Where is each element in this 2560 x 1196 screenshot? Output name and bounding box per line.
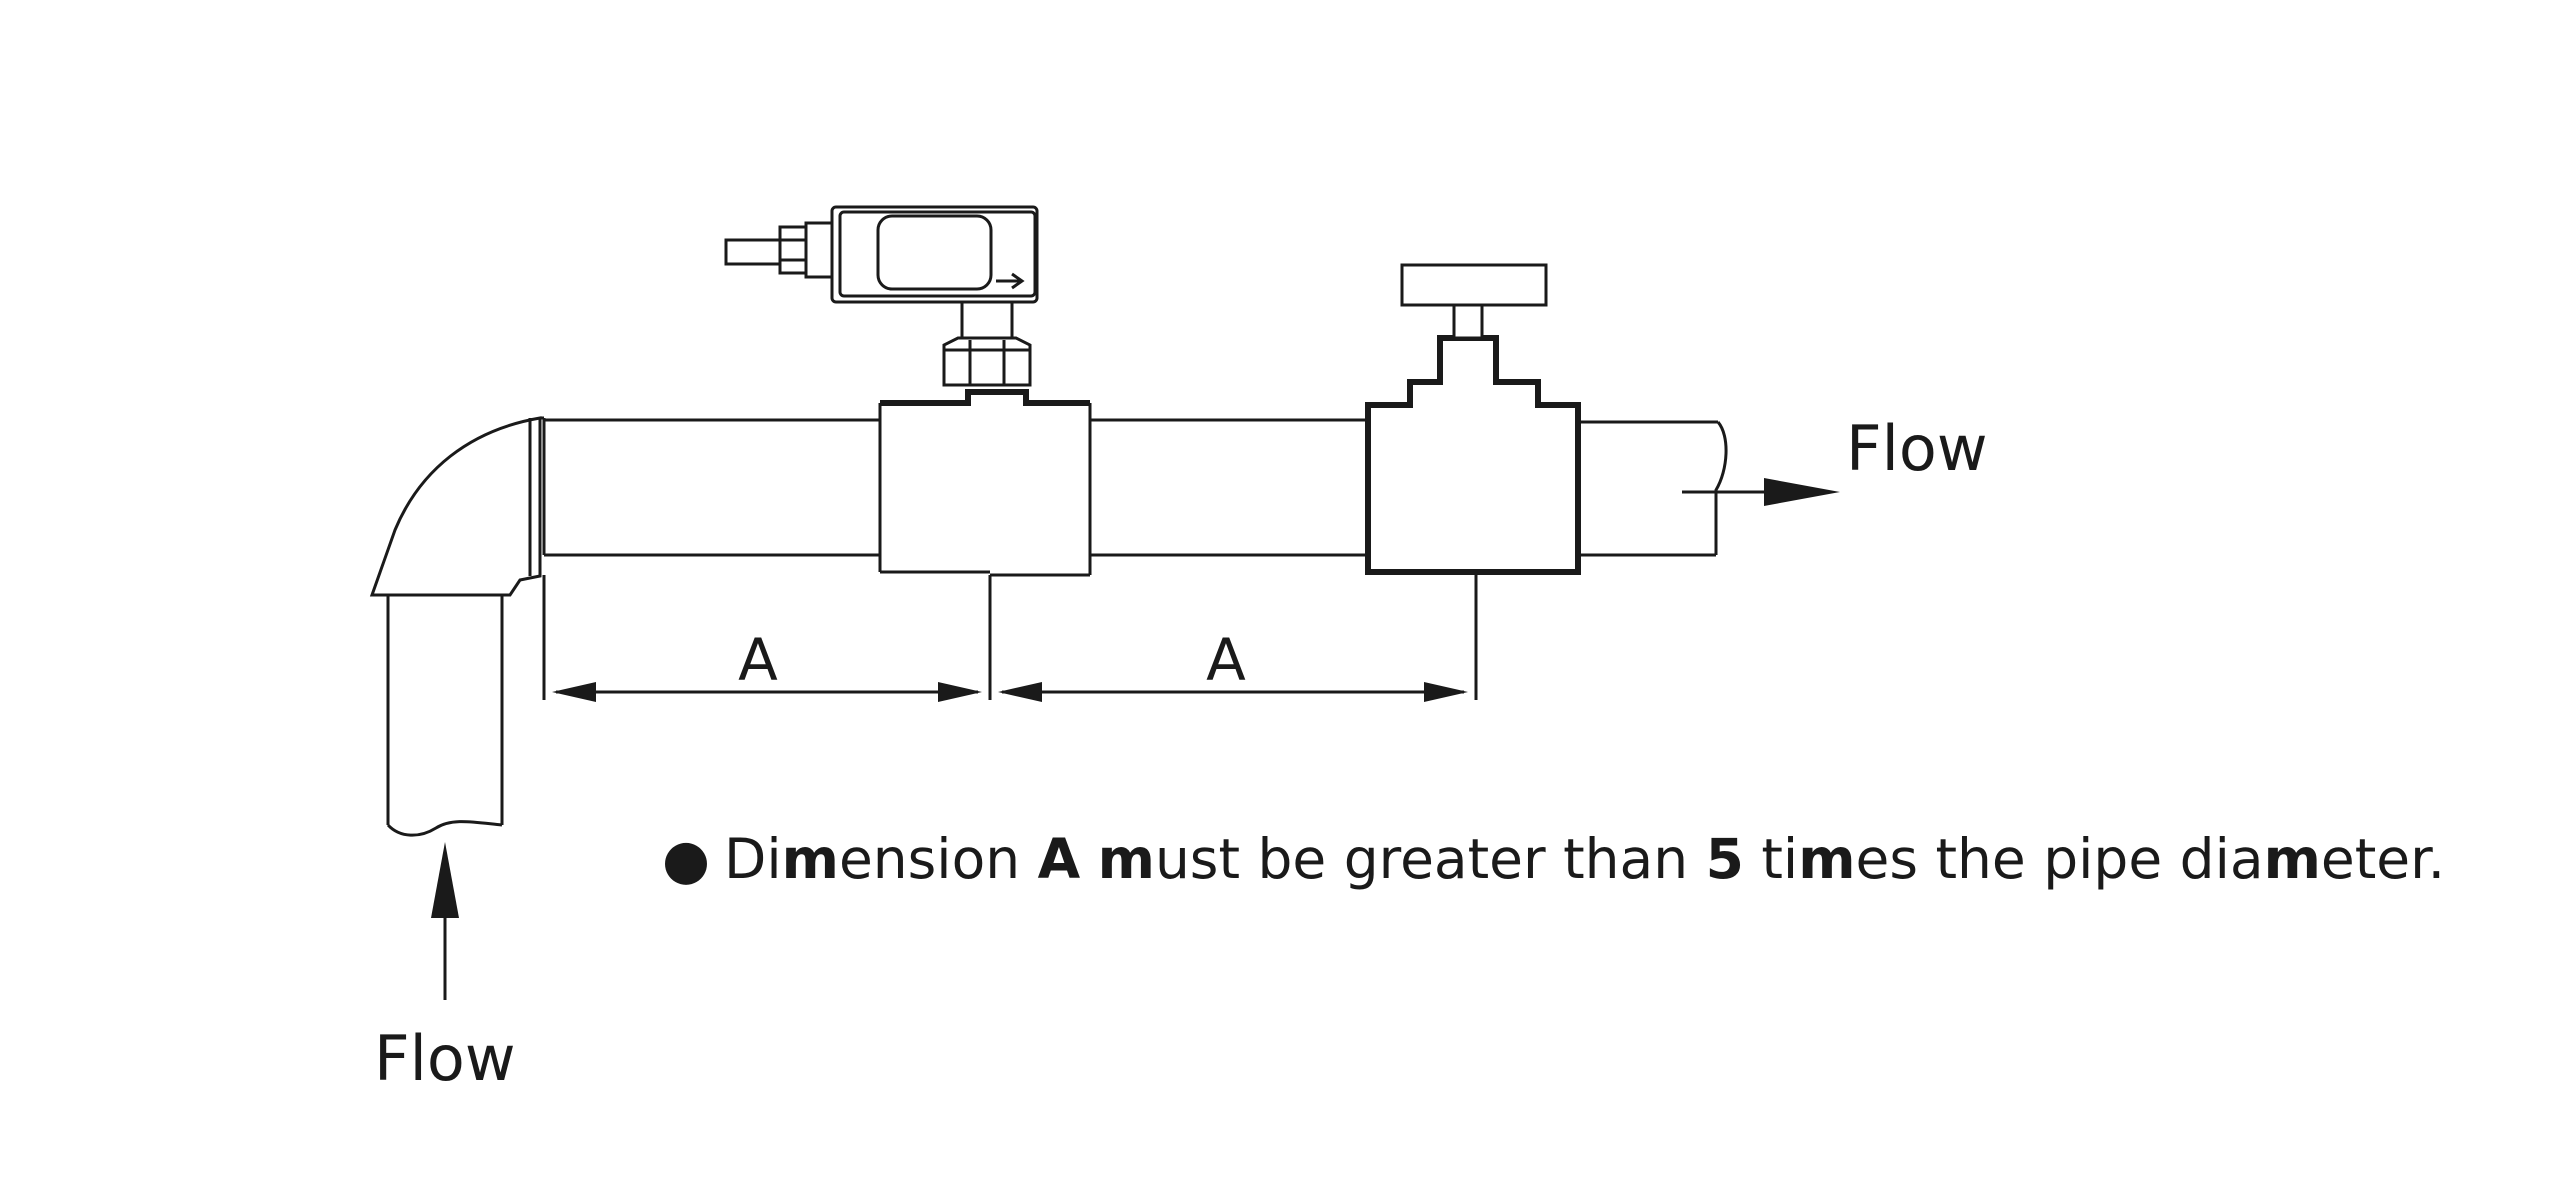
note-text-part: es the pipe dia [1856, 827, 2264, 891]
note-bullet: ● [662, 827, 710, 891]
pipe-segment-2 [1090, 418, 1366, 557]
note-text-part: m [1098, 827, 1155, 891]
elbow-fitting [369, 416, 546, 597]
note-text-part: D [724, 827, 766, 891]
note-text-part [1080, 827, 1097, 891]
valve [1365, 263, 1581, 575]
note-text: Dimension A must be greater than 5 times… [724, 827, 2445, 891]
flow-out-arrow [1682, 478, 1840, 506]
flow-in-arrow [431, 842, 459, 1000]
dimension-note: ● Dimension A must be greater than 5 tim… [662, 827, 2445, 891]
note-text-part: ension [839, 827, 1038, 891]
inlet-pipe-vertical [386, 595, 504, 837]
dimension-label-2: A [1206, 626, 1246, 694]
dimension-line-1 [552, 682, 982, 702]
note-text-part: m [782, 827, 839, 891]
note-text-part: m [1798, 827, 1855, 891]
flow-in-label: Flow [374, 1022, 516, 1095]
note-text-part: ust be greater than [1155, 827, 1706, 891]
note-text-part: ti [1744, 827, 1798, 891]
outlet-pipe [1580, 420, 1728, 557]
dimension-line-2 [998, 682, 1468, 702]
dimension-label-1: A [738, 626, 778, 694]
note-text-part: eter. [2321, 827, 2445, 891]
pipe-segment-1 [544, 418, 880, 557]
flow-out-label: Flow [1846, 412, 1988, 485]
note-text-part: 5 [1706, 827, 1744, 891]
dimension-extension-lines [542, 572, 1478, 700]
flow-switch-sensor [724, 205, 1039, 387]
note-text-part: i [766, 827, 781, 891]
flow-switch-tee [878, 389, 1092, 577]
note-text-part: A [1038, 827, 1081, 891]
note-text-part: m [2264, 827, 2321, 891]
